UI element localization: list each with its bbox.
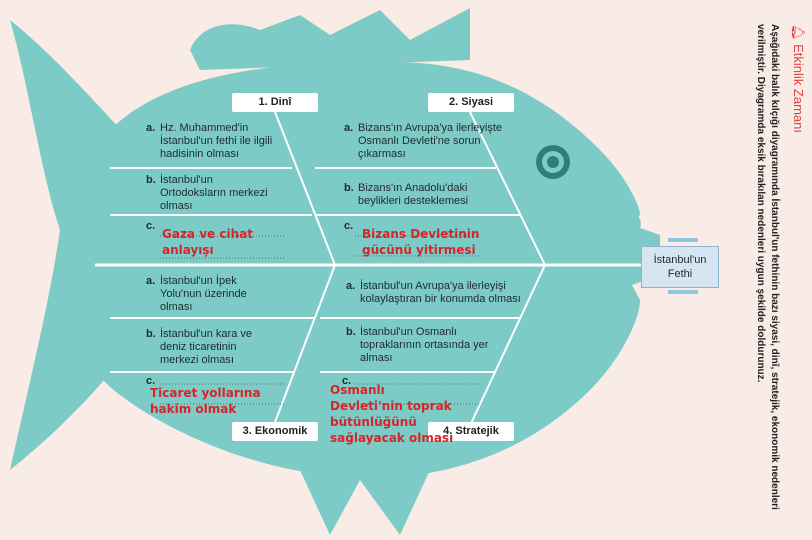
ekonomik-item-b: b.İstanbul'un kara ve deniz ticaretinin …: [146, 328, 252, 366]
fish-bottom-fin: [300, 470, 430, 535]
siyasi-item-b: b.Bizans'ın Anadolu'daki beylikleri dest…: [344, 182, 469, 207]
stratejik-item-a: a.İstanbul'un Avrupa'ya ilerleyişi kolay…: [346, 280, 521, 305]
activity-instructions: Aşağıdaki balık kılçığı diyagramında İst…: [755, 24, 780, 510]
category-siyasi: 2. Siyasi: [428, 93, 514, 112]
category-dini: 1. Dinî: [232, 93, 318, 112]
head-label-line1: İstanbul'un: [653, 254, 707, 266]
activity-title: 🔔︎ Etkinlik Zamanı: [791, 24, 806, 134]
siyasi-item-a: a.Bizans'ın Avrupa'ya ilerleyişte Osmanl…: [344, 122, 503, 160]
ekonomik-item-a: a.İstanbul'un İpek Yolu'nun üzerinde olm…: [146, 275, 247, 313]
stratejik-item-b: b.İstanbul'un Osmanlı topraklarının orta…: [346, 326, 489, 364]
stratejik-answer: Osmanlı Devleti'nin toprak bütünlüğünü s…: [330, 383, 454, 445]
fish-body: [95, 61, 660, 479]
dini-answer: Gaza ve cihat anlayışı: [162, 227, 253, 257]
category-ekonomik: 3. Ekonomik: [232, 422, 318, 441]
dini-item-b: b.İstanbul'un Ortodoksların merkezi olma…: [146, 174, 268, 212]
bell-icon: 🔔︎: [791, 24, 806, 41]
head-label-line2: Fethi: [667, 268, 693, 280]
fish-nose: [600, 200, 641, 232]
fish-top-fin: [190, 8, 470, 70]
siyasi-answer: Bizans Devletinin gücünü yitirmesi: [362, 227, 480, 257]
ekonomik-answer: Ticaret yollarına hakim olmak: [150, 386, 261, 416]
fish-head-label: İstanbul'un Fethi: [641, 246, 719, 288]
dini-item-a: a.Hz. Muhammed'in İstanbul'un fethi ile …: [146, 122, 273, 160]
category-stratejik: 4. Stratejik: [428, 422, 514, 441]
